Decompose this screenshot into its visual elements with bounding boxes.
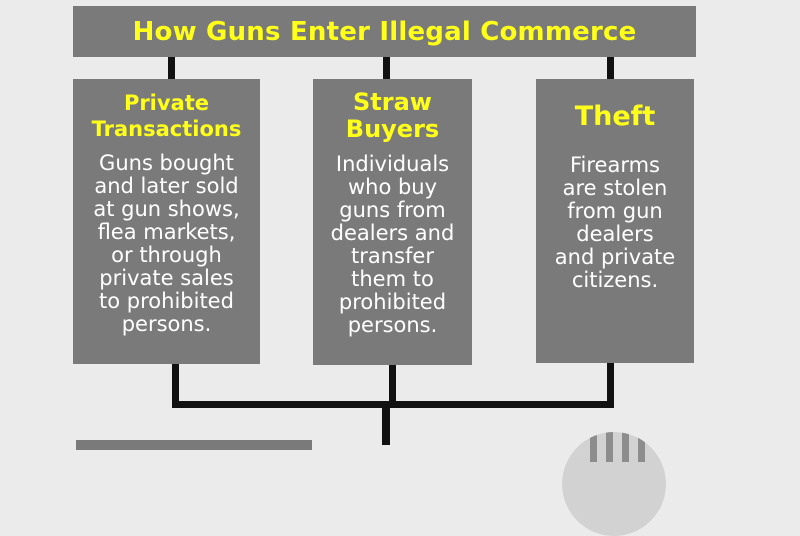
connector-horizontal [172, 401, 614, 408]
connector-right-bottom [607, 363, 614, 408]
box-body: Individuals who buy guns from dealers an… [330, 152, 455, 337]
connector-right-top [607, 57, 614, 79]
connector-down [382, 401, 390, 445]
connector-middle-bottom [389, 365, 396, 408]
connector-left-top [168, 57, 175, 79]
box-private-transactions: Private Transactions Guns bought and lat… [73, 79, 260, 364]
box-title: Straw Buyers [345, 88, 440, 143]
jail-bars-icon [562, 432, 666, 536]
box-body: Firearms are stolen from gun dealers and… [554, 153, 676, 292]
connector-left-bottom [172, 364, 179, 408]
bottom-box-partial [76, 440, 312, 450]
box-title: Theft [574, 101, 656, 132]
title-bar: How Guns Enter Illegal Commerce [73, 6, 696, 57]
box-title: Private Transactions [91, 91, 242, 141]
box-straw-buyers: Straw Buyers Individuals who buy guns fr… [313, 79, 472, 365]
box-body: Guns bought and later sold at gun shows,… [93, 151, 240, 336]
box-theft: Theft Firearms are stolen from gun deale… [536, 79, 694, 363]
diagram-title: How Guns Enter Illegal Commerce [132, 16, 637, 47]
connector-middle-top [383, 57, 390, 79]
